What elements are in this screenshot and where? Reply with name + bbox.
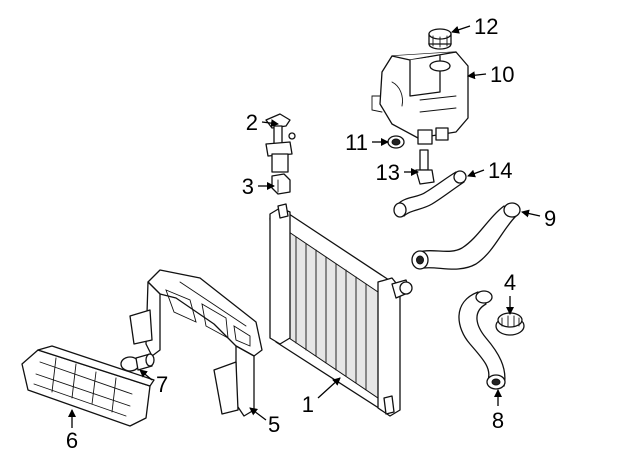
callout-3: 3 xyxy=(242,174,254,199)
coolant-reservoir xyxy=(371,51,469,145)
callout-7: 7 xyxy=(156,372,168,397)
clip-part-3 xyxy=(271,173,291,195)
callout-2: 2 xyxy=(246,110,258,135)
radiator xyxy=(269,203,413,417)
cap-part-4 xyxy=(495,312,525,336)
level-sensor xyxy=(415,149,435,185)
radiator-support xyxy=(129,269,263,417)
callout-leaders xyxy=(68,25,541,428)
callout-labels: 1 2 3 4 5 6 7 8 9 10 11 12 13 14 xyxy=(66,14,556,453)
callout-1: 1 xyxy=(302,392,314,417)
callout-8: 8 xyxy=(492,408,504,433)
callout-6: 6 xyxy=(66,428,78,453)
callout-14: 14 xyxy=(488,158,512,183)
grommet xyxy=(387,135,405,149)
coolant-sensor-housing xyxy=(265,113,296,173)
callout-11: 11 xyxy=(345,130,368,155)
callout-10: 10 xyxy=(490,62,514,87)
air-deflector xyxy=(21,345,155,427)
lower-hose xyxy=(458,290,506,390)
reservoir-cap xyxy=(428,28,452,50)
callout-5: 5 xyxy=(268,412,280,437)
callout-13: 13 xyxy=(376,160,400,185)
reservoir-hose xyxy=(393,170,467,218)
callout-12: 12 xyxy=(474,14,498,39)
callout-4: 4 xyxy=(504,270,516,295)
push-pin xyxy=(120,353,155,372)
callout-9: 9 xyxy=(544,206,556,231)
upper-hose xyxy=(411,202,521,270)
